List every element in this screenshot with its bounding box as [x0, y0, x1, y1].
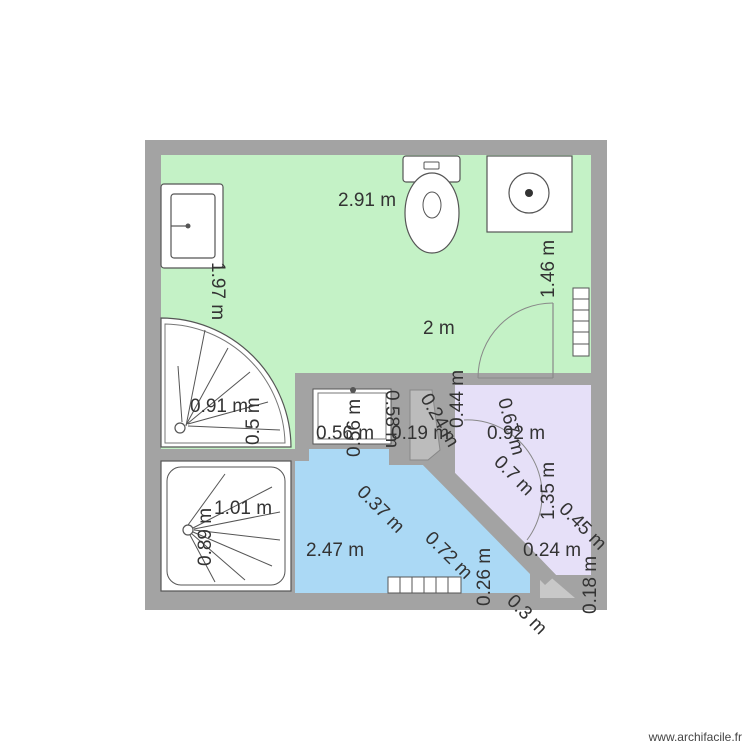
mid-wall-slab — [409, 389, 441, 461]
door-swing-icon — [477, 302, 554, 379]
label-shower-h: 0.89 m — [195, 508, 216, 566]
wall-diagonal-small — [520, 548, 556, 585]
square-shower-icon — [160, 460, 292, 592]
door-swing-purple-icon — [463, 419, 543, 541]
sink-icon — [160, 183, 224, 269]
label-top-width: 2.91 m — [338, 190, 396, 211]
wall-inner-left — [295, 373, 309, 461]
label-shower-corner-w: 0.91 m — [190, 396, 248, 417]
wall-inner-top — [295, 373, 591, 385]
label-purple-bottom: 0.24 m — [523, 540, 581, 561]
small-box-drain-icon — [350, 387, 356, 393]
radiator-bottom-icon — [387, 576, 462, 594]
label-small-h: 0.56 m — [344, 399, 365, 457]
toilet-icon — [402, 155, 461, 254]
label-left-height: 1.97 m — [207, 262, 228, 320]
label-small-h2: 0.58 m — [381, 390, 402, 448]
label-wall-b: 0.44 m — [447, 370, 468, 428]
label-shower-corner-h: 0.5 m — [243, 397, 264, 445]
label-right-height: 1.46 m — [538, 240, 559, 298]
label-blue-area: 2.47 m — [306, 540, 364, 561]
wall-diagonal — [423, 465, 530, 560]
washing-machine-icon — [486, 155, 573, 233]
wall-right-bottom — [591, 385, 607, 610]
label-purple-h: 1.35 m — [538, 462, 559, 520]
label-shower-w: 1.01 m — [214, 498, 272, 519]
label-purple-w: 0.92 m — [487, 423, 545, 444]
radiator-icon — [572, 287, 590, 357]
small-box-inner — [317, 392, 387, 440]
label-right-small: 0.18 m — [580, 556, 601, 614]
label-blue-h: 0.26 m — [474, 548, 495, 606]
watermark: www.archifacile.fr — [648, 730, 742, 744]
corner-shower-icon — [160, 317, 292, 448]
room-blue — [295, 449, 530, 593]
wall-divider-h — [161, 449, 295, 461]
label-small-w: 0.56 m — [316, 423, 374, 444]
label-small-area: 0.19 m — [391, 423, 449, 444]
label-green-area: 2 m — [423, 318, 455, 339]
room-purple — [455, 385, 591, 575]
